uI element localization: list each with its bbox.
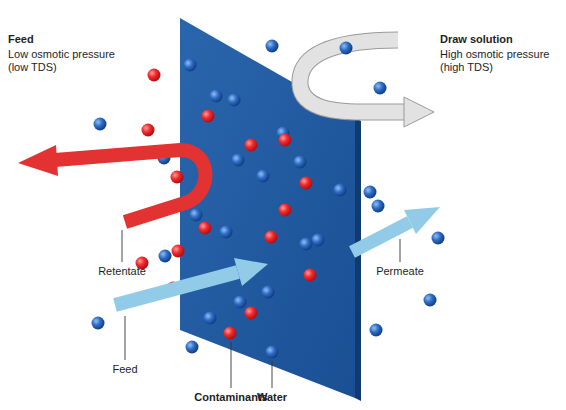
draw-arrow-outline — [300, 40, 405, 112]
leader-line — [122, 230, 123, 262]
permeate-arrow — [352, 222, 410, 252]
retentate-arrow — [55, 150, 205, 222]
water-molecule — [204, 312, 217, 325]
water-molecule — [262, 286, 275, 299]
water-molecule — [159, 250, 172, 263]
side-note: High osmotic pressure (high TDS) — [440, 48, 560, 74]
contaminant-molecule — [279, 204, 292, 217]
water-molecule — [294, 156, 307, 169]
water-molecule — [432, 232, 445, 245]
water-molecule — [92, 317, 105, 330]
retentate-arrow-head — [18, 145, 58, 176]
membrane-edge — [355, 118, 361, 401]
water-molecule — [334, 184, 347, 197]
contaminant-molecule — [202, 110, 215, 123]
contaminant-molecule — [199, 222, 212, 235]
side-heading: Draw solution — [440, 33, 513, 46]
water-molecule — [266, 40, 279, 53]
water-molecule — [257, 170, 270, 183]
key-label: Water — [257, 391, 287, 404]
water-molecule — [364, 186, 377, 199]
water-molecule — [94, 118, 107, 131]
flow-label: Feed — [112, 363, 137, 376]
water-molecule — [184, 59, 197, 72]
water-molecule — [190, 209, 203, 222]
contaminant-molecule — [142, 124, 155, 137]
contaminant-molecule — [148, 69, 161, 82]
leader-line — [231, 342, 232, 388]
contaminant-molecule — [171, 171, 184, 184]
water-molecule — [228, 94, 241, 107]
water-molecule — [300, 238, 313, 251]
water-molecule — [220, 226, 233, 239]
contaminant-molecule — [245, 307, 258, 320]
feed-arrow-head — [234, 258, 268, 286]
leader-line — [125, 316, 126, 360]
flow-label: Permeate — [376, 265, 424, 278]
draw-arrow — [300, 40, 405, 112]
leader-line — [400, 239, 401, 262]
contaminant-molecule — [300, 177, 313, 190]
leader-lines — [122, 230, 400, 388]
contaminant-molecule — [304, 269, 317, 282]
leader-line — [272, 361, 273, 388]
water-molecule — [424, 294, 437, 307]
water-molecule — [374, 82, 387, 95]
water-molecule — [266, 346, 279, 359]
water-molecule — [340, 42, 353, 55]
contaminant-molecule — [172, 245, 185, 258]
draw-arrow-head — [404, 97, 434, 127]
water-molecule — [232, 154, 245, 167]
water-molecule — [372, 200, 385, 213]
contaminant-molecule — [265, 231, 278, 244]
contaminant-molecule — [279, 134, 292, 147]
membrane — [180, 18, 355, 398]
water-molecule — [234, 296, 247, 309]
molecules-front — [171, 40, 445, 359]
side-note: Low osmotic pressure (low TDS) — [8, 48, 123, 74]
water-molecule — [370, 324, 383, 337]
water-molecule — [186, 341, 199, 354]
water-molecule — [210, 90, 223, 103]
key-label: Contaminants — [194, 391, 267, 404]
flow-label: Retentate — [98, 265, 146, 278]
contaminant-molecule — [245, 139, 258, 152]
side-heading: Feed — [8, 33, 34, 46]
permeate-arrow-head — [404, 207, 440, 234]
water-molecule — [312, 234, 325, 247]
contaminant-molecule — [224, 327, 237, 340]
